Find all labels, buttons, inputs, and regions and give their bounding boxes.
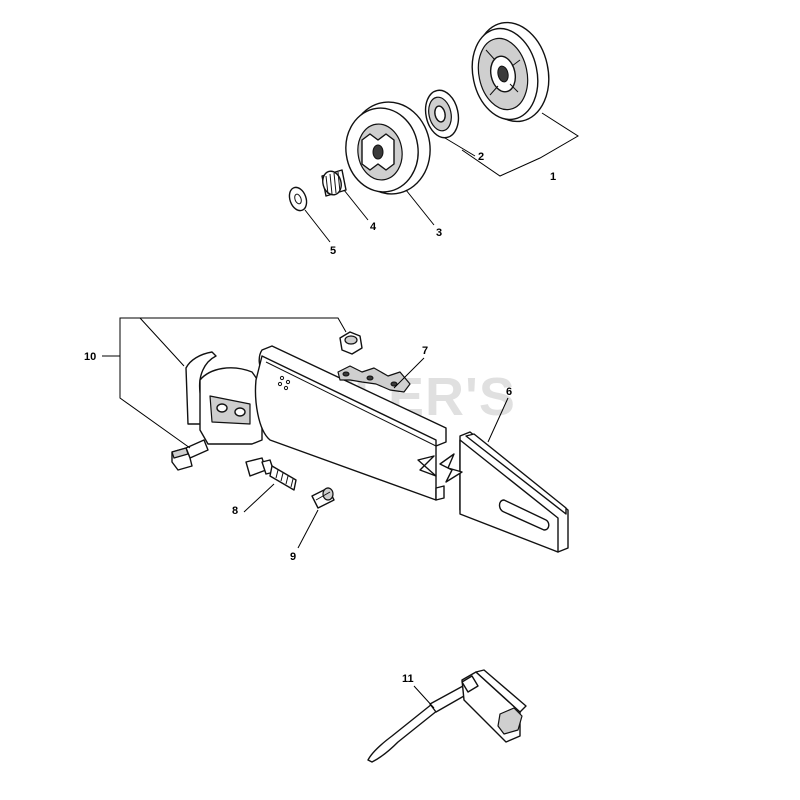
clutch-washer-disc	[424, 89, 460, 139]
bar-stud	[245, 457, 297, 491]
callout-10: 10	[84, 351, 96, 363]
guide-bar	[254, 345, 447, 501]
leader-11	[413, 685, 435, 709]
leader-10	[102, 317, 347, 449]
leader-1	[461, 112, 579, 177]
leader-2	[444, 137, 476, 157]
callout-4: 4	[370, 221, 377, 233]
leader-8	[243, 483, 275, 513]
callout-8: 8	[232, 505, 238, 517]
combination-spanner	[367, 669, 527, 763]
callout-5: 5	[330, 245, 336, 257]
callout-7: 7	[422, 345, 428, 357]
small-washer	[288, 186, 308, 212]
leader-5	[304, 209, 331, 243]
callout-2: 2	[478, 151, 484, 163]
chain-tensioner-nut	[311, 487, 335, 509]
clutch-drum-housing	[471, 21, 550, 123]
leader-9	[297, 509, 319, 549]
leader-4	[343, 189, 369, 221]
leader-3	[405, 189, 435, 226]
bar-nut	[339, 331, 363, 355]
callout-11: 11	[402, 673, 414, 685]
guide-bar-tail-plate	[439, 431, 569, 553]
callout-3: 3	[436, 227, 442, 239]
leader-6	[487, 397, 509, 443]
cover-bolt	[171, 439, 209, 471]
sprocket-drum	[345, 101, 431, 195]
bar-cover-plate	[185, 351, 263, 445]
callout-9: 9	[290, 551, 296, 563]
needle-bearing	[321, 169, 347, 197]
leader-7	[393, 357, 425, 389]
callout-1: 1	[550, 171, 556, 183]
callout-6: 6	[506, 386, 512, 398]
